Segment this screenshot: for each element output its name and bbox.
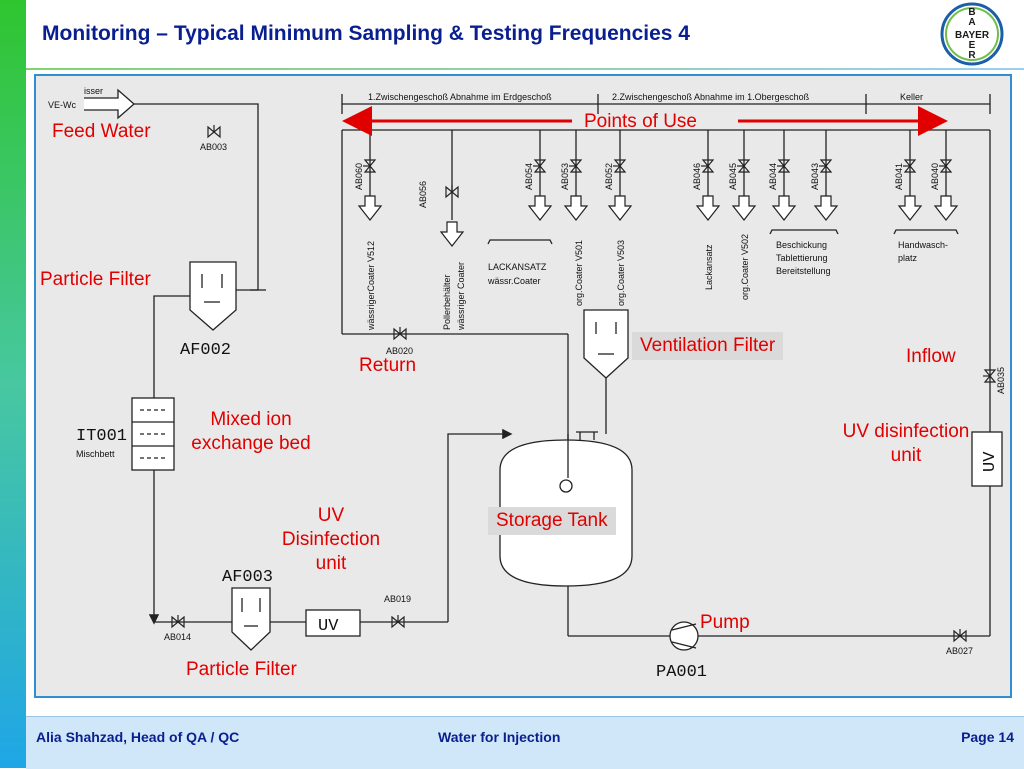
valve-ab020 [393,326,407,340]
feed-inlet-arrow [84,88,135,120]
consumer-label: org.Coater V501 [574,240,584,306]
consumer-label: Tablettierung [776,253,828,263]
label-pump: Pump [700,612,750,633]
consumer-label: Beschickung [776,240,827,250]
consumer-label: Lackansatz [704,244,714,290]
valve-tag: AB046 [692,163,702,190]
valve-tag: AB056 [418,181,428,208]
consumer-label: Bereitstellung [776,266,831,276]
header-divider [26,68,1024,70]
inlet-bottom: VE-Wc [48,100,76,110]
valve-tag: AB019 [384,594,411,604]
valve-tag: AB053 [560,163,570,190]
valve-tag: AB044 [768,163,778,190]
consumer-label: wässr.Coater [487,276,541,286]
svg-text:A: A [968,17,975,28]
consumer-label: org.Coater V502 [740,234,750,300]
inlet-top: isser [84,86,103,96]
equipment-label-uv-right: UV [981,451,1000,472]
equipment-label-it001: IT001 [76,427,127,446]
valve-tag: AB027 [946,646,973,656]
consumer-label: LACKANSATZ [488,262,547,272]
label-inflow: Inflow [906,346,956,367]
equipment-label-af002: AF002 [180,341,231,360]
bayer-logo: B A BAYER E R [940,2,1004,66]
header-floor1: 1.Zwischengeschoß Abnahme im Erdgeschoß [368,92,552,102]
valve-tag: AB045 [728,163,738,190]
consumer-label: wässriger Coater [456,262,466,331]
svg-text:R: R [968,50,976,61]
label-uv-disinfection-left: UV Disinfection unit [281,505,381,574]
valve-ab019 [391,614,405,628]
valve-tag: AB014 [164,632,191,642]
footer-author: Alia Shahzad, Head of QA / QC [36,729,240,745]
footer-topic: Water for Injection [438,729,561,745]
valve-ab014 [171,614,185,628]
label-storage-tank: Storage Tank [488,507,616,535]
consumer-label: wässrigerCoater V512 [366,241,376,331]
pump-shape [669,621,699,651]
feed-pipe [134,103,259,290]
label-mixed-ion: Mixed ion exchange bed [191,409,311,454]
valve-ab003 [207,124,221,138]
footer-page-number: Page 14 [961,729,1014,745]
label-points-of-use: Points of Use [584,111,697,132]
mixed-bed-shape [131,397,175,471]
svg-text:B: B [968,7,975,18]
valve-ab035 [982,369,996,383]
equipment-label-uv-left: UV [318,617,339,636]
logo-wordmark: BAYER [955,30,990,41]
header-floor2: 2.Zwischengeschoß Abnahme im 1.Obergesch… [612,92,810,102]
valve-tag: AB020 [386,346,413,356]
consumer-label: org.Coater V503 [616,240,626,306]
label-uv-disinfection-right: UV disinfection unit [842,421,970,466]
valve-tag: AB035 [996,367,1006,394]
consumer-label: Pollerbehälter [442,274,452,330]
header-cellar: Keller [900,92,923,102]
diagram-panel [34,74,1012,698]
slide-footer: Alia Shahzad, Head of QA / QC Water for … [26,716,1024,769]
valve-tag: AB003 [200,142,227,152]
label-ventilation-filter: Ventilation Filter [632,332,784,360]
svg-text:E: E [969,40,976,51]
equipment-label-pa001: PA001 [656,663,707,682]
valve-ab027 [953,628,967,642]
equipment-sub-label: Mischbett [76,449,115,459]
left-accent-bar [0,0,26,768]
equipment-label-af003: AF003 [222,568,273,587]
consumer-label: Handwasch- [898,240,948,250]
valve-tag: AB040 [930,163,940,190]
valve-tag: AB060 [354,163,364,190]
label-return: Return [359,355,417,376]
valve-tag: AB041 [894,163,904,190]
valve-tag: AB052 [604,163,614,190]
valve-tag: AB043 [810,163,820,190]
label-particle-filter-top: Particle Filter [40,269,151,290]
label-feed-water: Feed Water [52,121,151,142]
valve-tag: AB054 [524,163,534,190]
label-particle-filter-bottom: Particle Filter [186,659,297,680]
slide-title: Monitoring – Typical Minimum Sampling & … [42,22,690,45]
consumer-label: platz [898,253,918,263]
